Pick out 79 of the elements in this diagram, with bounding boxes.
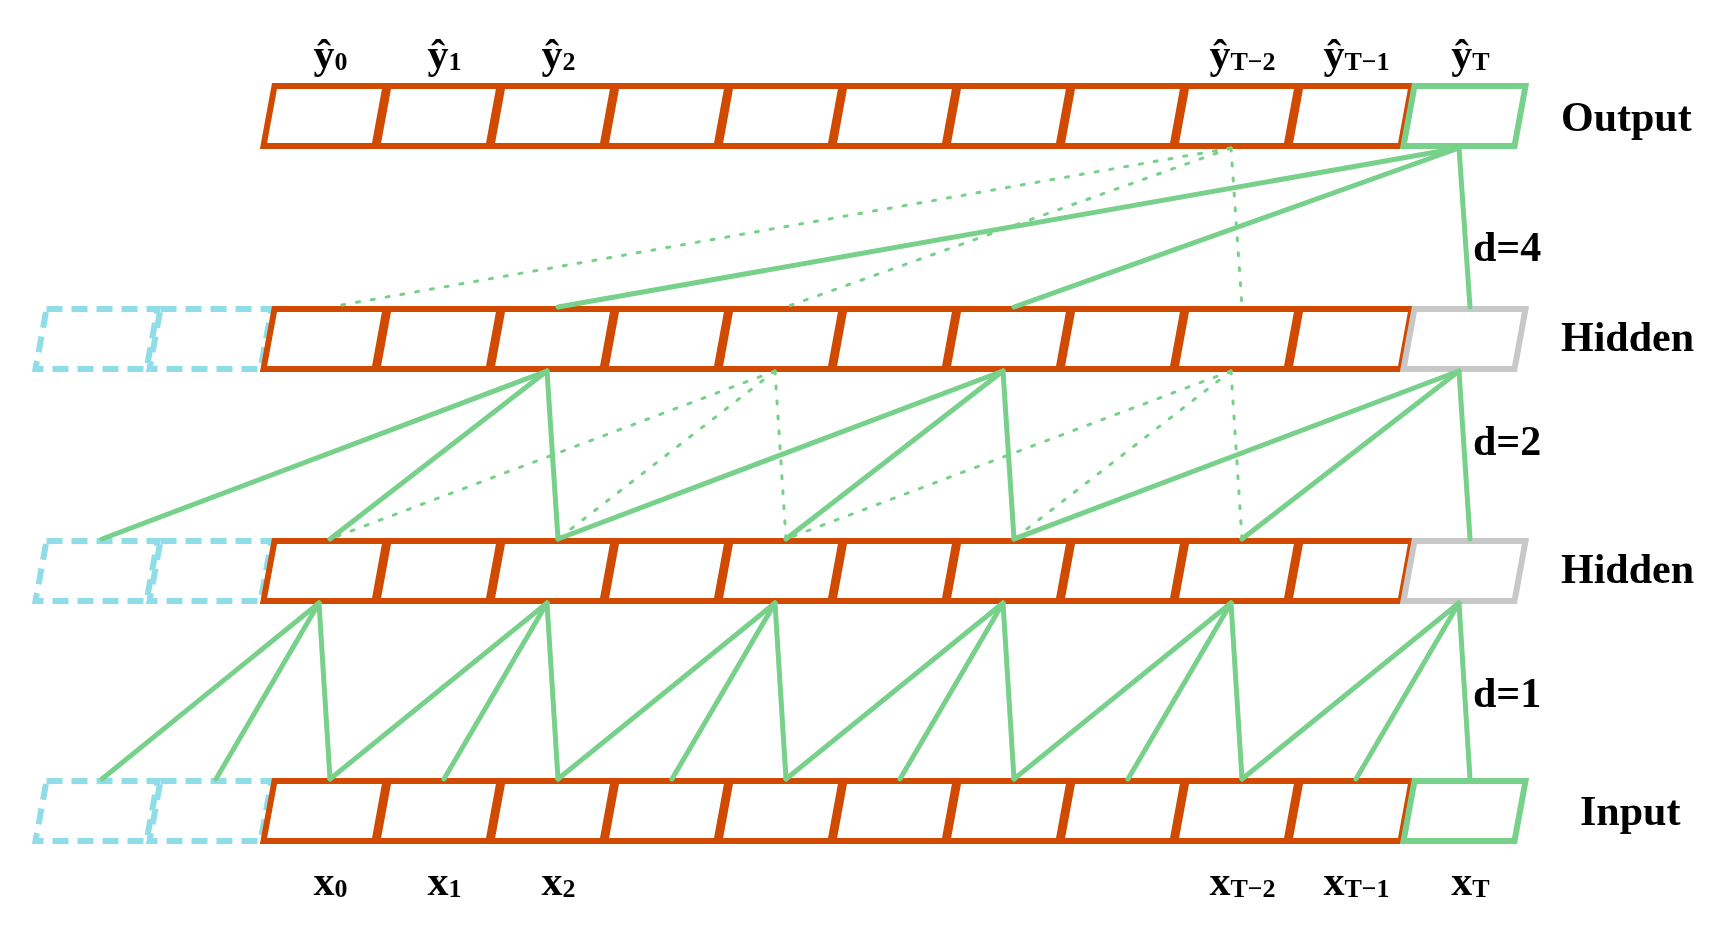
sequence-cell	[604, 538, 729, 604]
sequence-cell	[604, 306, 729, 372]
padding-cell	[34, 306, 159, 372]
sequence-cell	[946, 538, 1071, 604]
connection-line	[213, 600, 322, 782]
sequence-cell	[1288, 778, 1413, 844]
padding-cell	[148, 538, 273, 604]
sequence-cell	[1402, 778, 1527, 844]
sequence-cell	[1288, 538, 1413, 604]
padding-cell	[148, 778, 273, 844]
sequence-cell	[718, 306, 843, 372]
connection-line	[1456, 368, 1473, 542]
padding-cell	[148, 306, 273, 372]
sequence-cell	[946, 306, 1071, 372]
sequence-cell	[604, 778, 729, 844]
sequence-cell	[490, 83, 615, 149]
sequence-cell	[1402, 83, 1527, 149]
output-variable-label: ŷ$_{2}$	[541, 33, 576, 75]
input-variable-label: x$_{T−2}$	[1209, 860, 1276, 902]
sequence-cell	[718, 83, 843, 149]
sequence-cell	[1402, 306, 1527, 372]
connection-line	[1353, 600, 1462, 782]
sequence-cell	[1060, 306, 1185, 372]
input-variable-label: x$_{1}$	[427, 860, 462, 902]
layer-label: Input	[1580, 790, 1681, 832]
sequence-cell	[718, 778, 843, 844]
sequence-cell	[832, 83, 957, 149]
output-variable-label: ŷ$_{T−2}$	[1209, 33, 1276, 75]
padding-cell	[34, 538, 159, 604]
sequence-cell	[1174, 538, 1299, 604]
sequence-cell	[490, 538, 615, 604]
sequence-cell	[1060, 538, 1185, 604]
sequence-cell	[376, 83, 501, 149]
dilation-label: d=1	[1473, 672, 1542, 714]
connection-line	[897, 600, 1006, 782]
connection-line	[669, 600, 778, 782]
sequence-cell	[946, 778, 1071, 844]
input-variable-label: x$_{T−1}$	[1323, 860, 1390, 902]
sequence-cell	[1288, 83, 1413, 149]
sequence-cell	[1060, 778, 1185, 844]
sequence-cell	[604, 83, 729, 149]
sequence-cell	[1174, 306, 1299, 372]
sequence-cell	[262, 778, 387, 844]
sequence-cell	[262, 538, 387, 604]
input-variable-label: x$_{0}$	[313, 860, 348, 902]
layer-label: Output	[1561, 96, 1692, 138]
output-variable-label: ŷ$_{1}$	[427, 33, 462, 75]
output-variable-label: ŷ$_{T−1}$	[1323, 33, 1390, 75]
sequence-cell	[1402, 538, 1527, 604]
sequence-cell	[376, 538, 501, 604]
sequence-cell	[262, 83, 387, 149]
output-variable-label: ŷ$_{T}$	[1451, 33, 1490, 75]
input-variable-label: x$_{T}$	[1451, 860, 1490, 902]
dilation-label: d=2	[1473, 420, 1542, 462]
sequence-cell	[1288, 306, 1413, 372]
layer-label: Hidden	[1561, 548, 1695, 590]
sequence-cell	[832, 306, 957, 372]
sequence-cell	[1174, 778, 1299, 844]
sequence-cell	[376, 306, 501, 372]
sequence-cell	[832, 778, 957, 844]
connection-line	[1125, 600, 1234, 782]
sequence-cell	[376, 778, 501, 844]
sequence-cell	[1060, 83, 1185, 149]
connection-line	[441, 600, 550, 782]
sequence-cell	[262, 306, 387, 372]
sequence-cell	[1174, 83, 1299, 149]
connection-line	[783, 368, 1006, 542]
connection-line	[327, 368, 550, 542]
sequence-cell	[946, 83, 1071, 149]
sequence-cell	[490, 306, 615, 372]
sequence-cell	[718, 538, 843, 604]
sequence-cell	[832, 538, 957, 604]
layer-label: Hidden	[1561, 316, 1695, 358]
connection-line	[1239, 368, 1462, 542]
sequence-cell	[490, 778, 615, 844]
output-variable-label: ŷ$_{0}$	[313, 33, 348, 75]
input-variable-label: x$_{2}$	[541, 860, 576, 902]
dilation-label: d=4	[1473, 226, 1542, 268]
padding-cell	[34, 778, 159, 844]
